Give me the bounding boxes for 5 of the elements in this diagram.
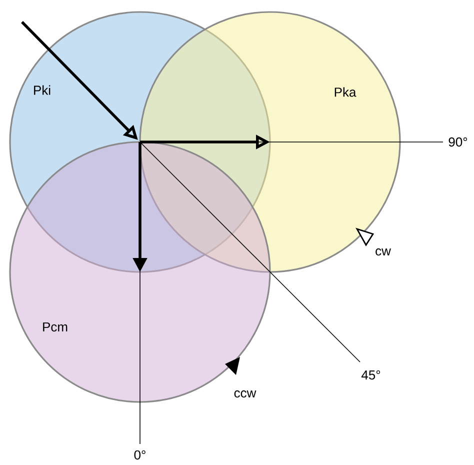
angle-label: 90° bbox=[448, 137, 468, 147]
direction-label: ccw bbox=[234, 390, 256, 398]
direction-label: cw bbox=[376, 248, 391, 256]
angle-label: 45° bbox=[361, 370, 380, 380]
angle-label: 0° bbox=[134, 450, 146, 460]
